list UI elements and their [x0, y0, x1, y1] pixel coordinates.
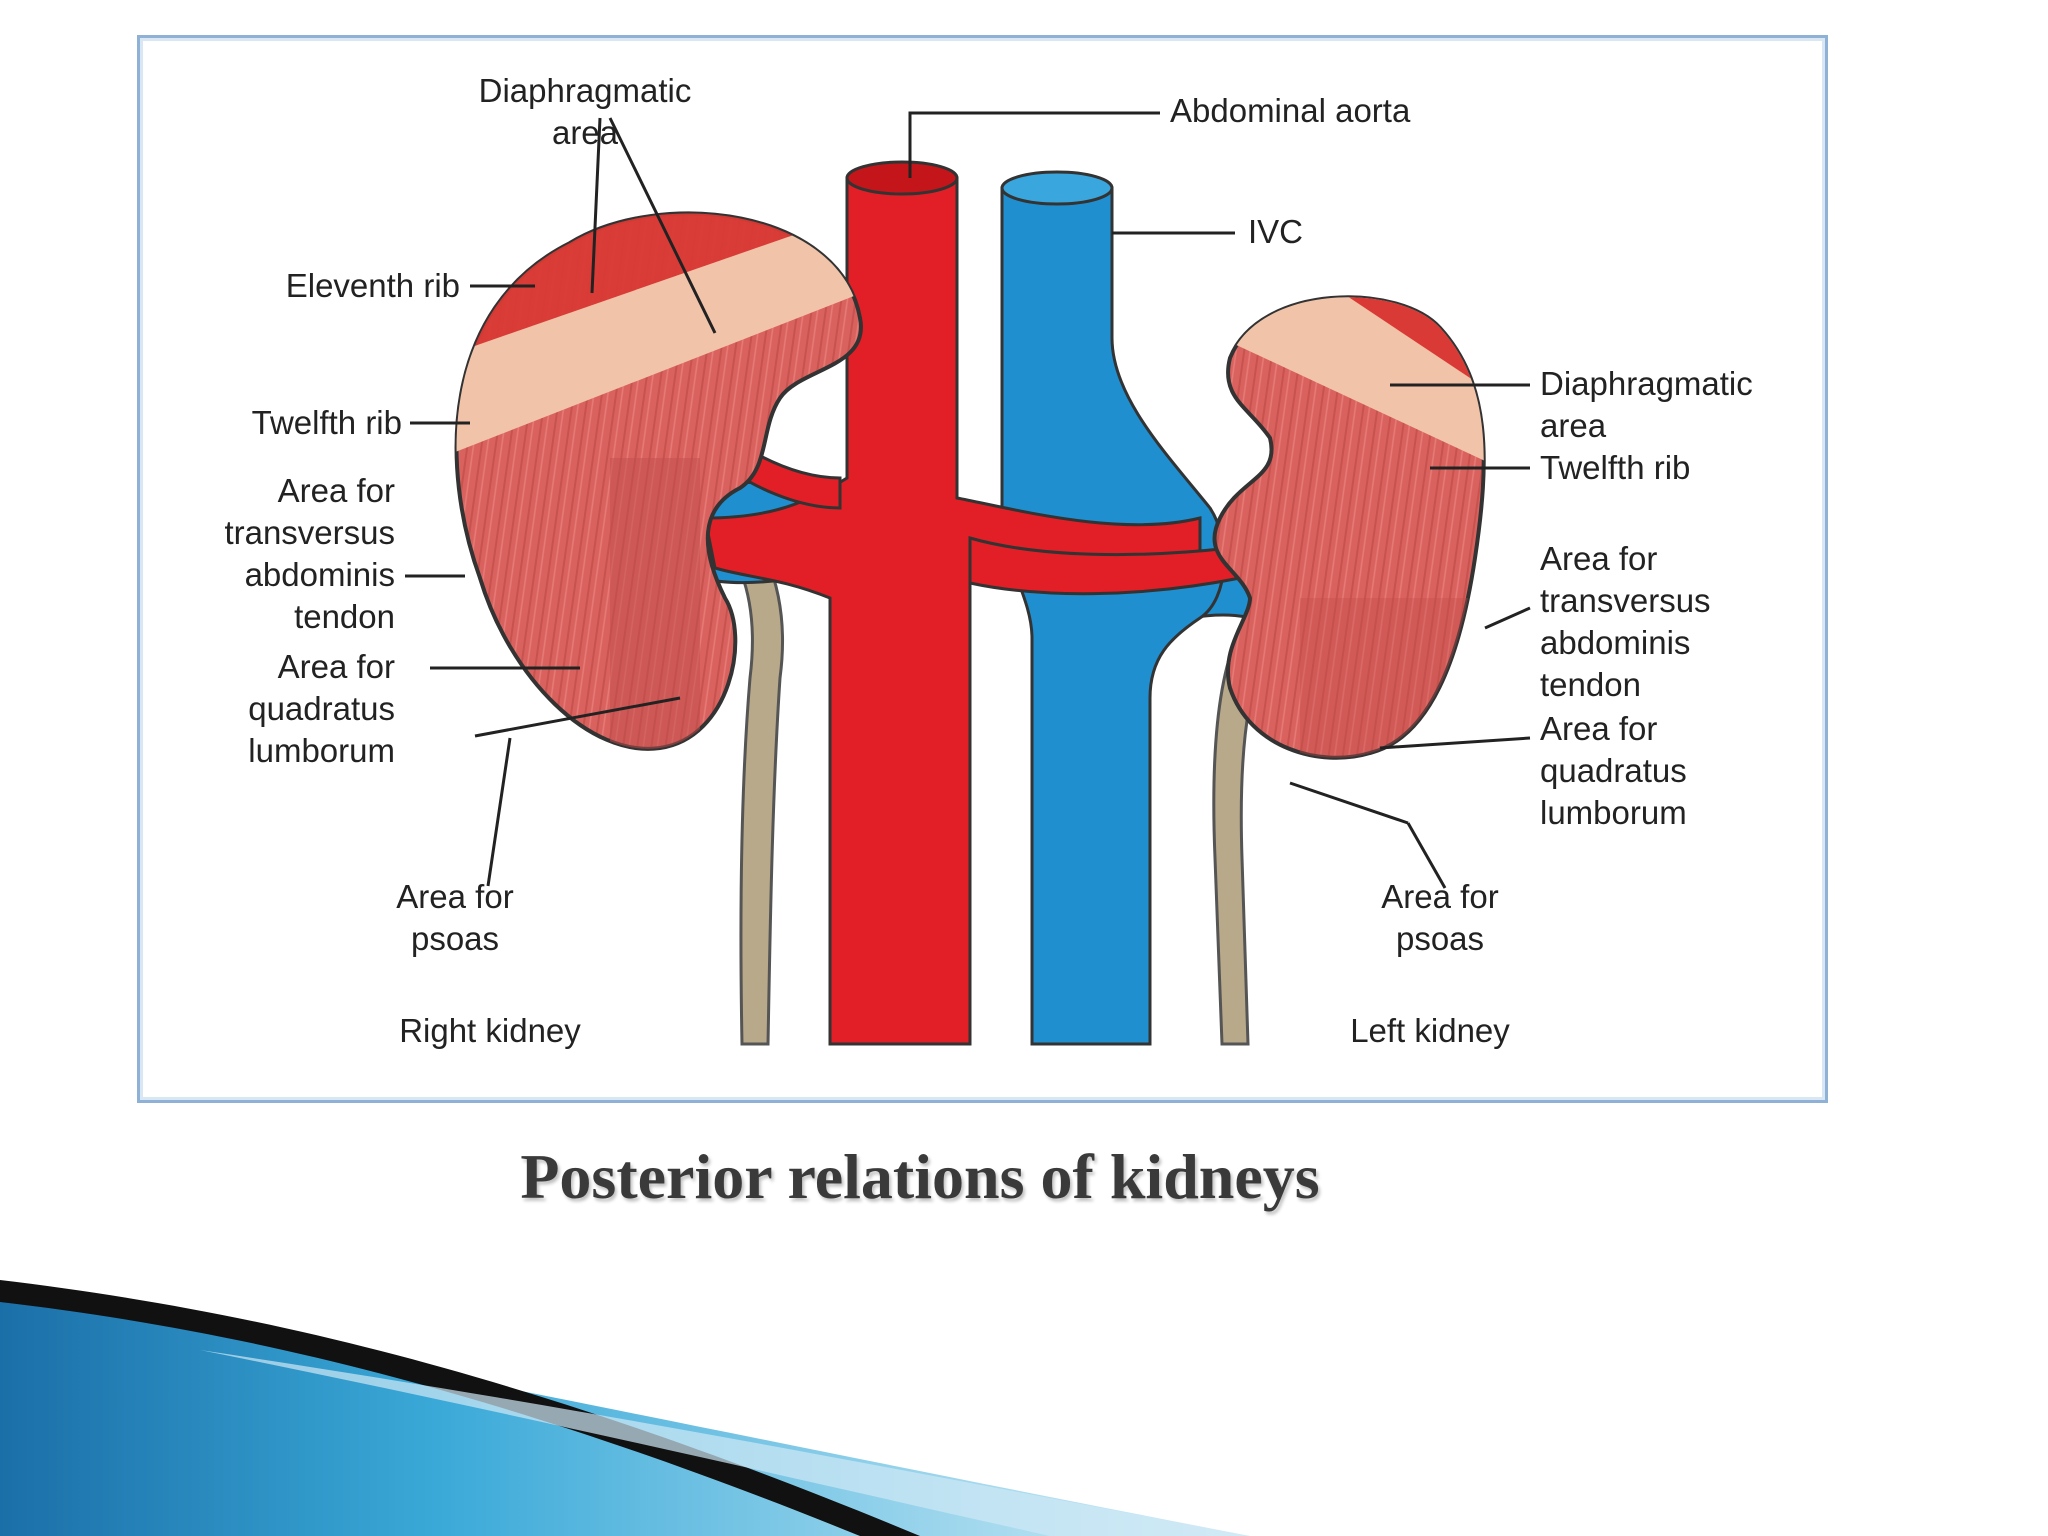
left-ureter: [1212, 601, 1288, 1046]
label-right-kidney: Right kidney: [399, 1012, 581, 1049]
ivc-vessel: [1000, 186, 1226, 1046]
label-transversus-right: Area for transversus abdominis tendon: [224, 472, 395, 635]
label-twelfth-rib-right: Twelfth rib: [251, 404, 402, 441]
leader-lines: [405, 111, 1531, 889]
slide-title: Posterior relations of kidneys: [520, 1141, 1320, 1212]
label-transversus-left: Area for transversus abdominis tendon: [1540, 540, 1711, 703]
right-ureter: [677, 476, 784, 1046]
left-kidney: [1212, 295, 1486, 760]
aorta-opening: [845, 160, 959, 196]
label-ivc: IVC: [1248, 213, 1304, 250]
label-psoas-right: Area for psoas: [396, 878, 514, 957]
label-diaphragmatic-area-left: Diaphragmatic area: [1540, 365, 1753, 444]
label-diaphragmatic-area-right: Diaphragmatic area: [478, 72, 692, 151]
kidney-diagram: [405, 111, 1531, 1046]
label-eleventh-rib: Eleventh rib: [285, 267, 460, 304]
label-left-kidney: Left kidney: [1350, 1012, 1510, 1049]
label-twelfth-rib-left: Twelfth rib: [1540, 449, 1691, 486]
label-abdominal-aorta: Abdominal aorta: [1170, 92, 1411, 129]
label-psoas-left: Area for psoas: [1381, 878, 1499, 957]
label-quadratus-right: Area for quadratus lumborum: [248, 648, 395, 769]
blue-swoosh-decoration: [0, 1280, 1250, 1536]
figure-frame: Diaphragmatic area Abdominal aorta IVC E…: [137, 35, 1828, 1103]
label-quadratus-left: Area for quadratus lumborum: [1540, 710, 1687, 831]
ivc-opening: [1000, 170, 1114, 206]
